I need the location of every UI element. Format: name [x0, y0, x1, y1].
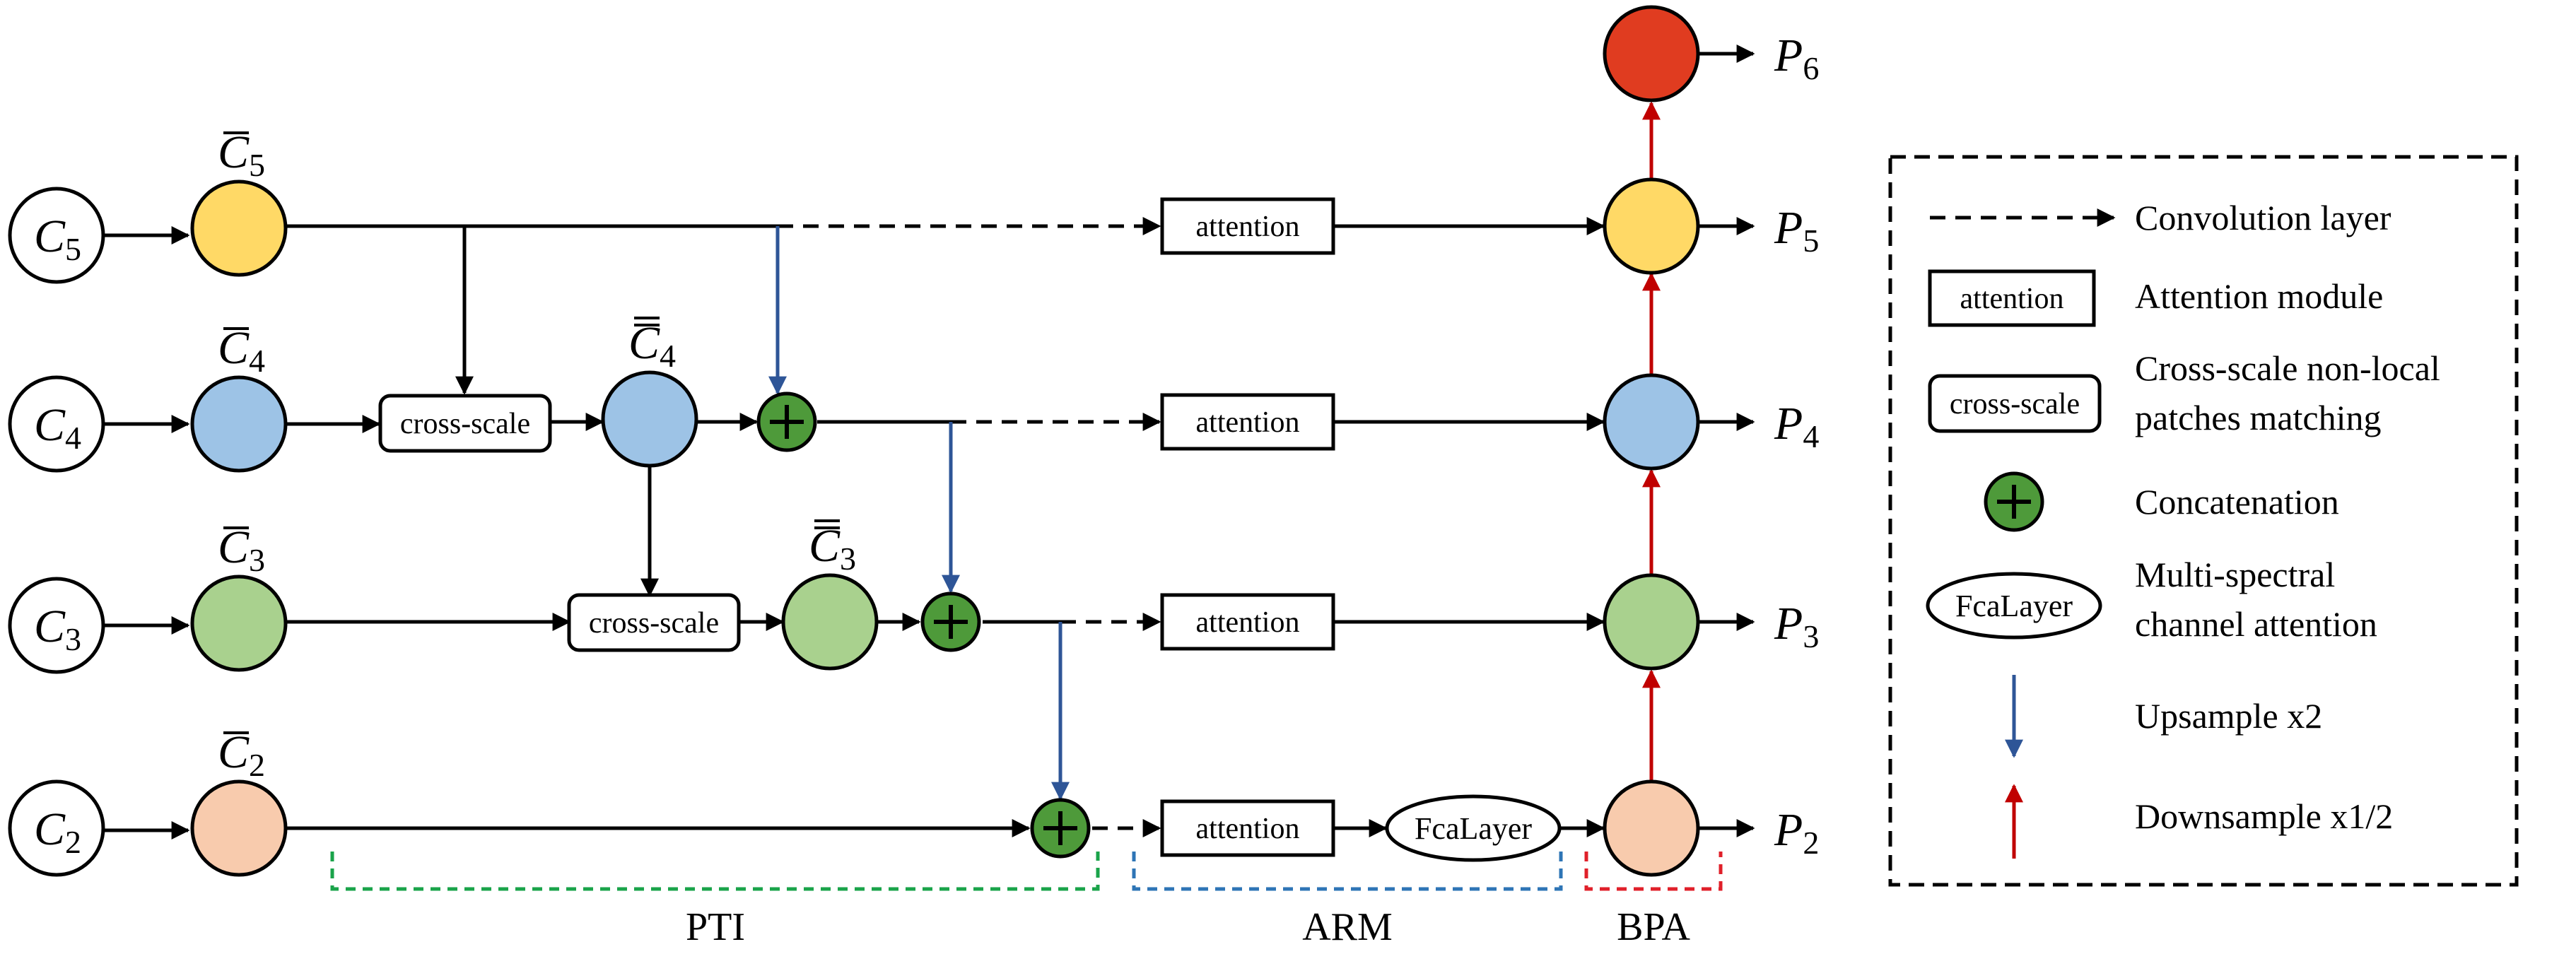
attention-box-level5 [1160, 197, 1335, 255]
concat-nodes [756, 391, 1091, 859]
label-c3-bar: C3 [218, 522, 265, 578]
double-bar-labels: C4 C3 [628, 317, 856, 577]
legend-concat-label: Concatenation [2135, 482, 2339, 522]
node-c4-double-bar [601, 370, 698, 468]
attention-box-level4 [1160, 393, 1335, 451]
fca-layer-node [1385, 794, 1562, 862]
concat-icon-level2 [1030, 798, 1091, 859]
attention-labels: attention attention attention attention [1196, 211, 1300, 845]
node-p2 [1603, 779, 1700, 877]
input-nodes [8, 187, 105, 877]
node-c3-input [8, 577, 105, 674]
label-c3-input: C3 [34, 601, 81, 657]
label-c5-input: C5 [34, 211, 81, 267]
bpa-nodes [1603, 5, 1700, 877]
cross-scale-label-level4: cross-scale [400, 408, 530, 440]
legend-fca-line2: channel attention [2135, 604, 2377, 644]
bracket-labels: PTI ARM BPA [686, 905, 1690, 949]
node-p6 [1603, 5, 1700, 102]
legend-fca-line1: Multi-spectral [2135, 555, 2335, 594]
legend-cross-scale-symbol [1928, 374, 2102, 433]
attention-modules [1160, 197, 1335, 857]
label-c4-input: C4 [34, 399, 81, 456]
label-p4: P4 [1774, 398, 1819, 454]
attention-box-level3 [1160, 593, 1335, 651]
attention-label-level5: attention [1196, 211, 1300, 243]
bar-nodes [190, 179, 288, 877]
legend-fca-symbol-text: FcaLayer [1955, 589, 2073, 623]
cross-scale-modules [378, 394, 741, 652]
fca-layer-label: FcaLayer [1415, 811, 1532, 846]
bar-labels: C5 C4 C3 C2 [218, 126, 265, 783]
node-c2-input [8, 779, 105, 877]
arm-bracket [1132, 852, 1563, 891]
label-c4-bar: C4 [218, 322, 265, 379]
label-p6: P6 [1774, 30, 1819, 86]
node-c3-double-bar [781, 573, 879, 671]
convolution-edges [778, 217, 1161, 837]
attention-outputs [1333, 45, 1755, 837]
double-bar-nodes [601, 370, 879, 671]
label-c3-double-bar: C3 [809, 520, 856, 577]
bpa-bracket [1584, 852, 1723, 891]
label-c2-input: C2 [34, 803, 81, 860]
attention-label-level2: attention [1196, 813, 1300, 845]
legend-cross-scale-line1: Cross-scale non-local [2135, 348, 2440, 388]
concat-icon-level3 [920, 591, 981, 652]
cross-scale-box-level3 [567, 593, 741, 652]
legend-conv-label: Convolution layer [2135, 198, 2391, 237]
cross-scale-box-level4 [378, 394, 552, 453]
node-p4 [1603, 373, 1700, 471]
legend-attention-symbol [1928, 269, 2096, 327]
legend-cross-scale-line2: patches matching [2135, 398, 2382, 437]
node-p3 [1603, 573, 1700, 671]
connections [58, 224, 1060, 840]
attention-label-level3: attention [1196, 606, 1300, 639]
arm-label: ARM [1302, 905, 1393, 949]
legend-concat-icon [1984, 471, 2044, 532]
output-labels: P6 P5 P4 P3 P2 [1774, 30, 1819, 861]
cross-scale-labels: cross-scale cross-scale [400, 408, 719, 640]
input-labels: C5 C4 C3 C2 [34, 211, 81, 860]
legend-attention-label: Attention module [2135, 276, 2383, 316]
node-c5-input [8, 187, 105, 284]
attention-label-level4: attention [1196, 406, 1300, 439]
legend-cross-scale-symbol-text: cross-scale [1950, 388, 2080, 420]
pti-label: PTI [686, 905, 745, 949]
legend: Convolution layer attention Attention mo… [1888, 155, 2519, 887]
node-c4-bar [190, 375, 288, 473]
node-p5 [1603, 177, 1700, 275]
legend-fca-symbol [1926, 572, 2102, 640]
node-c3-bar [190, 575, 288, 672]
label-c5-bar: C5 [218, 126, 265, 183]
node-c4-input [8, 375, 105, 473]
legend-upsample-label: Upsample x2 [2135, 696, 2322, 736]
section-brackets [330, 852, 1723, 891]
pti-bracket [330, 852, 1100, 891]
upsample-edges [768, 226, 1070, 801]
cross-scale-label-level3: cross-scale [589, 607, 719, 640]
legend-downsample-label: Downsample x1/2 [2135, 796, 2393, 836]
label-p2: P2 [1774, 804, 1819, 861]
label-c2-bar: C2 [218, 726, 265, 783]
label-p5: P5 [1774, 202, 1819, 259]
legend-attention-symbol-text: attention [1960, 283, 2064, 315]
label-p3: P3 [1774, 598, 1819, 654]
bpa-label: BPA [1617, 905, 1690, 949]
double-bar-overlines [634, 317, 840, 529]
node-c5-bar [190, 179, 288, 277]
bar-overlines [223, 131, 249, 734]
node-c2-bar [190, 779, 288, 877]
concat-icon-level4 [756, 391, 817, 452]
attention-box-level2 [1160, 799, 1335, 857]
